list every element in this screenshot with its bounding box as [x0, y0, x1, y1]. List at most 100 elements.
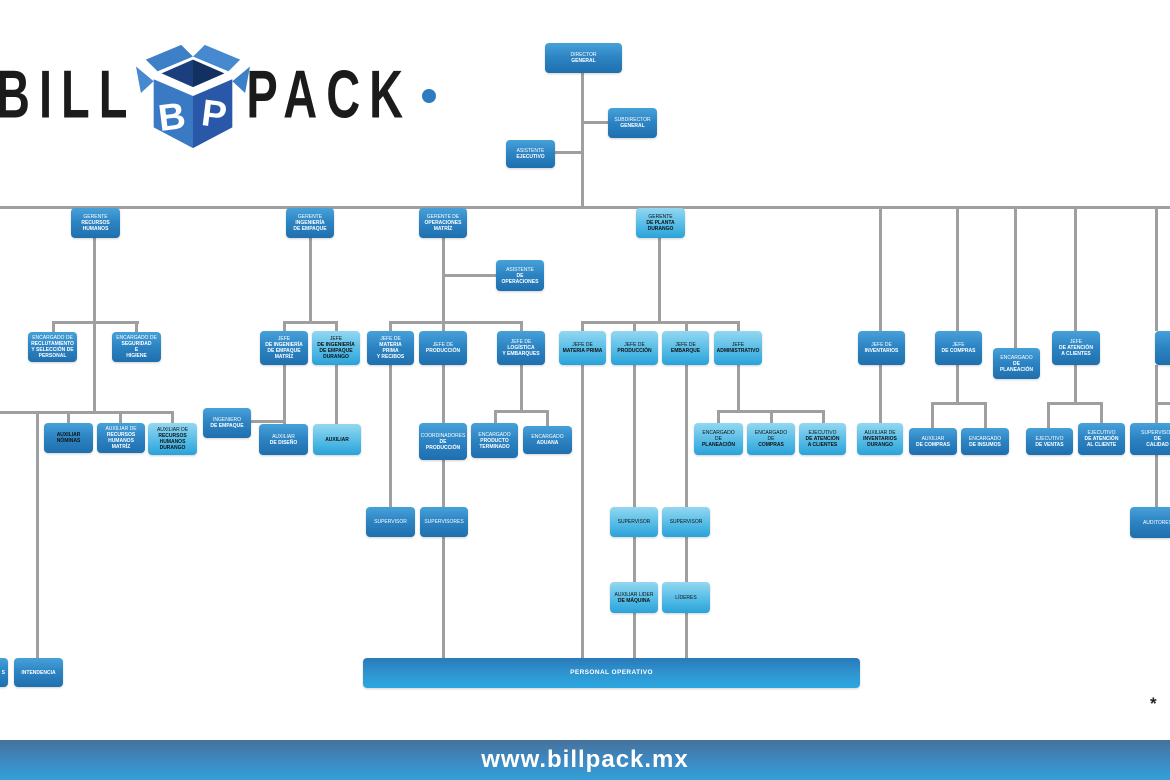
connector-line [283, 365, 286, 424]
node-label-line: INTENDENCIA [21, 669, 56, 676]
node-label-line: PLANEACIÓN [999, 366, 1034, 373]
connector-line [554, 151, 583, 154]
node-label-line: Y RECIBOS [376, 354, 405, 360]
node-label-line: PRODUCCIÓN [425, 348, 461, 354]
logo-word-pack: PACK [246, 55, 413, 132]
connector-line [658, 238, 661, 324]
connector-line [546, 410, 549, 427]
node-label-line: EMBARQUE [670, 348, 701, 354]
connector-line [494, 410, 497, 424]
connector-line [581, 365, 584, 658]
node-label-line: DURANGO [323, 354, 349, 360]
node-label-line: DE [715, 436, 722, 442]
node-label-line: PERSONAL OPERATIVO [570, 669, 653, 676]
node-label-line: JEFE [731, 342, 745, 348]
node-label-line: OPERACIONES [424, 220, 462, 226]
connector-line [984, 402, 987, 428]
node-label-line: PRIMA [382, 348, 399, 354]
supervisor-de-calidad: SUPERVISORDECALIDAD [1130, 423, 1170, 455]
connector-line [583, 121, 610, 124]
connector-line [737, 321, 740, 331]
website-url: www.billpack.mx [481, 746, 689, 773]
node-label-line: ENCARGADO [531, 434, 564, 440]
node-label-line: JEFE [329, 336, 343, 342]
supervisor-durango-1: SUPERVISOR [610, 507, 658, 537]
node-label-line: MATERIA [379, 342, 402, 348]
connector-line [0, 411, 173, 414]
node-label-line: SUPERVISOR [617, 519, 651, 525]
node-label-line: AUDITORES [1142, 519, 1170, 526]
connector-line [1100, 402, 1103, 423]
node-label-line: JEFE [1069, 339, 1083, 345]
node-label-line: INGENIERO [212, 417, 242, 423]
connector-line [442, 460, 445, 507]
connector-line [442, 274, 497, 277]
connector-line [717, 410, 720, 424]
node-label-line: JEFE DE [432, 342, 454, 348]
node-label-line: AL CLIENTE [1086, 442, 1117, 448]
node-label-line: AUXILIAR [56, 432, 81, 438]
node-label-line: DE ATENCIÓN [1084, 436, 1119, 442]
cutoff-box-right [1155, 331, 1170, 365]
node-label-line: DE EMPAQUE [267, 348, 301, 354]
personal-operativo-bar: PERSONAL OPERATIVO [363, 658, 860, 688]
connector-line [633, 365, 636, 507]
connector-line [956, 365, 959, 404]
cutoff-box-left: S [0, 658, 8, 687]
node-label-line: MATERIA PRIMA [562, 348, 603, 354]
supervisores-matriz: SUPERVISORES [420, 507, 468, 537]
node-label-line: GENERAL [620, 123, 645, 129]
node-label-line: DE [439, 438, 447, 445]
node-label-line: EJECUTIVO [808, 430, 837, 436]
billpack-logo: BILL B P PACK [0, 36, 437, 151]
node-label-line: DE INSUMOS [969, 441, 1001, 448]
node-label-line: EJECUTIVO [1035, 435, 1064, 442]
intendencia: INTENDENCIA [14, 658, 63, 687]
node-label-line: DE MÁQUINA [617, 597, 651, 604]
connector-line [442, 537, 445, 658]
node-label-line: EJECUTIVO [1087, 430, 1116, 436]
node-label-line: HUMANOS [159, 439, 186, 445]
node-label-line: JEFE DE [380, 336, 401, 342]
connector-line [879, 207, 882, 331]
node-label-line: NÓMINAS [56, 438, 81, 444]
node-label-line: ASISTENTE [516, 148, 545, 154]
connector-line [119, 411, 122, 423]
node-label-line: HUMANOS [82, 226, 109, 232]
node-label-line: A CLIENTES [807, 442, 838, 448]
connector-line [879, 365, 882, 423]
connector-line [520, 365, 523, 412]
node-label-line: AUXILIAR LIDER [614, 591, 654, 598]
node-label-line: DURANGO [647, 226, 674, 232]
connector-line [36, 411, 39, 658]
connector-line [251, 420, 284, 423]
node-label-line: E [134, 347, 139, 353]
node-label-line: GERENTE [297, 214, 323, 220]
node-label-line: JEFE [277, 336, 291, 342]
connector-line [442, 321, 445, 331]
node-label-line: GERENTE [83, 214, 108, 220]
node-label-line: RECURSOS [158, 433, 187, 439]
connector-line [1047, 402, 1102, 405]
node-label-line: RECLUTAMIENTO [31, 341, 74, 347]
connector-line [685, 321, 688, 331]
